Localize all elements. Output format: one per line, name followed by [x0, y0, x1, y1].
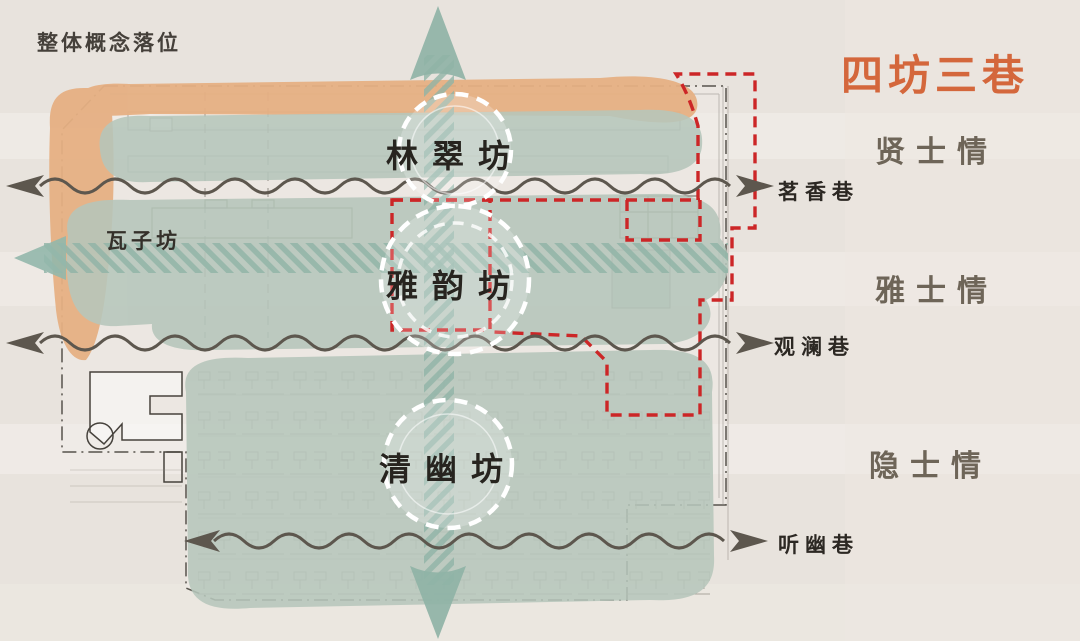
fang-label-qingyou: 清幽坊	[378, 451, 517, 487]
fang-label-yayun: 雅韵坊	[385, 268, 524, 304]
page-title: 整体概念落位	[37, 32, 181, 55]
vertical-axis-arrow	[410, 6, 466, 639]
lane-arrow-tingyou	[212, 532, 726, 550]
red-dashed-boundary	[390, 72, 757, 417]
fang-circle-yayun	[378, 203, 532, 357]
fang-label-wazi: 瓦子坊	[106, 230, 181, 253]
lane-label-mingxiang: 茗香巷	[778, 180, 859, 204]
school-footprint	[86, 371, 183, 483]
fang-circles	[378, 91, 532, 531]
lane-label-guanlan: 观澜巷	[774, 335, 855, 359]
mood-label-xianshi: 贤士情	[875, 136, 998, 169]
lane-arrows	[6, 175, 774, 552]
mood-label-yashi: 雅士情	[875, 275, 998, 308]
lane-arrow-mingxiang	[38, 177, 732, 195]
fang-label-lincui: 林翠坊	[385, 138, 524, 174]
fang-circle-qingyou	[381, 397, 515, 531]
lane-arrow-guanlan	[38, 334, 732, 352]
concept-title: 四坊三巷	[841, 52, 1030, 99]
mood-label-yinshi: 隐士情	[869, 450, 992, 483]
fang-circle-lincui	[396, 91, 514, 209]
lane-label-tingyou: 听幽巷	[778, 533, 859, 557]
